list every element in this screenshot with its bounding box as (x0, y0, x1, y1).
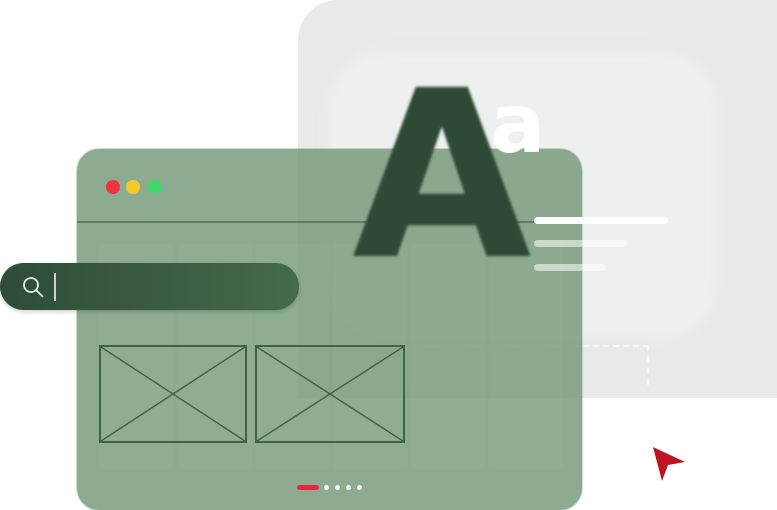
image-placeholder (255, 345, 405, 443)
cursor-arrow-icon (653, 447, 685, 481)
layout-grid-column (489, 244, 563, 469)
image-placeholder-icon (101, 347, 245, 441)
search-icon (23, 277, 44, 298)
browser-title-bar (77, 149, 582, 223)
pagination-dot[interactable] (335, 485, 340, 490)
layout-grid-column (411, 244, 485, 469)
window-maximize-dot[interactable] (148, 180, 162, 194)
pagination-dot[interactable] (324, 485, 329, 490)
text-line-placeholder (534, 264, 606, 271)
pagination-dot-active[interactable] (297, 485, 319, 490)
image-placeholder-icon (257, 347, 403, 441)
search-input-caret (54, 273, 56, 301)
type-specimen-large-letter: A (352, 41, 532, 311)
layout-grid-column (333, 244, 407, 469)
window-close-dot[interactable] (106, 180, 120, 194)
image-placeholder (99, 345, 247, 443)
type-specimen-small-letter: a (490, 77, 546, 172)
search-bar[interactable] (0, 263, 299, 310)
window-minimize-dot[interactable] (126, 180, 140, 194)
pagination-dot[interactable] (357, 485, 362, 490)
text-line-placeholder (534, 240, 627, 247)
pagination-dot[interactable] (346, 485, 351, 490)
text-line-placeholder (534, 217, 668, 224)
